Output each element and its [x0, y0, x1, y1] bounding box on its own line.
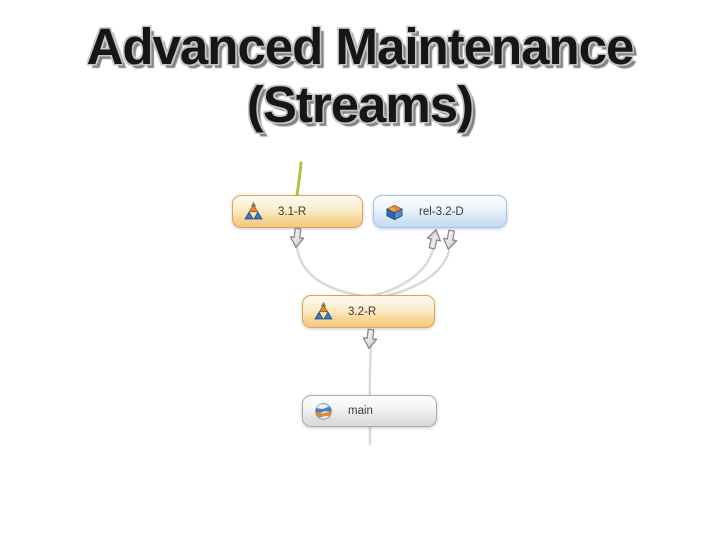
slide-title-line2: (Streams)	[246, 76, 474, 134]
down-arrow-icon	[288, 227, 306, 249]
down-arrow-icon	[361, 328, 379, 350]
slide-title-line1: Advanced Maintenance	[86, 18, 635, 75]
stream-node-label: 3.1-R	[278, 205, 307, 218]
connector-32r-to-main	[368, 345, 373, 446]
down-arrow-icon	[441, 228, 459, 252]
stream-node-3-2-r: 3.2-R	[302, 295, 435, 328]
stream-node-label: 3.2-R	[348, 305, 377, 318]
stream-node-label: main	[348, 405, 373, 417]
workspace-green-line	[295, 161, 303, 198]
stream-node-3-1-r: 3.1-R	[232, 195, 363, 228]
stream-node-label: rel-3.2-D	[419, 205, 464, 218]
up-arrow-icon	[424, 227, 444, 251]
stream-triangles-icon	[244, 202, 263, 220]
stream-triangles-icon	[314, 302, 333, 320]
connector-31r-to-32r	[295, 245, 366, 298]
slide-title: Advanced Maintenance (Streams)	[0, 18, 720, 134]
stream-node-main: main	[302, 395, 437, 427]
stream-node-rel-3-2-d: rel-3.2-D	[373, 195, 507, 228]
connector-rel32d-up-to-32r	[369, 247, 435, 298]
stream-box-icon	[386, 204, 403, 221]
depot-sphere-icon	[315, 402, 332, 420]
